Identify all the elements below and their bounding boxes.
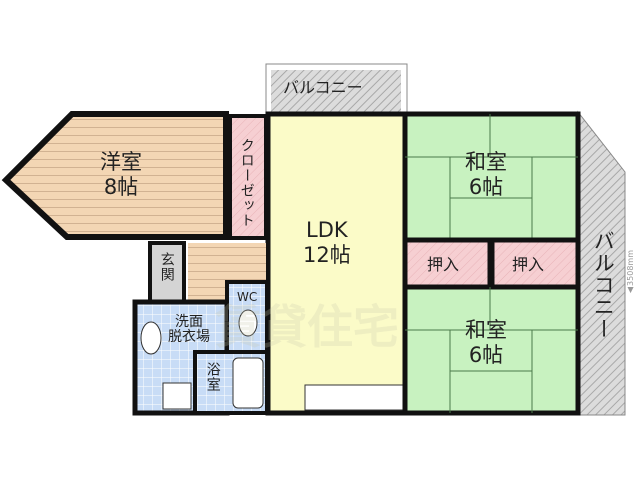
oshiire-left-label: 押入	[427, 255, 460, 274]
oshiire-left	[402, 237, 493, 290]
japanese-room-top-size: 6帖	[468, 175, 504, 200]
western-room	[1, 111, 229, 240]
japanese-room-bottom-size: 6帖	[468, 343, 504, 368]
oshiire-right	[489, 237, 581, 290]
dimension-label: ▲3508mm	[626, 250, 635, 295]
oshiire-right-label: 押入	[512, 255, 545, 274]
balcony-right-label: バルコニー	[591, 230, 616, 340]
watermark: 賃貸住宅	[215, 300, 399, 354]
ldk-size: 12帖	[303, 243, 351, 268]
japanese-room-top-name: 和室	[465, 150, 507, 174]
japanese-room-top	[402, 111, 581, 243]
western-room-name: 洋室	[100, 150, 142, 174]
japanese-room-bottom	[402, 284, 581, 416]
japanese-room-bottom-name: 和室	[465, 318, 507, 342]
kitchen-counter	[304, 384, 406, 411]
closet-label: クローゼット	[238, 138, 255, 228]
entrance-label: 玄関	[158, 252, 175, 282]
ldk-room	[265, 111, 408, 416]
bath-label: 浴室	[204, 362, 221, 392]
ldk-name: LDK	[306, 218, 348, 242]
wc-label: WC	[237, 290, 258, 304]
balcony-top-label: バルコニー	[283, 78, 363, 97]
washroom-label: 洗面 脱衣場	[168, 314, 210, 345]
western-room-size: 8帖	[103, 175, 139, 200]
